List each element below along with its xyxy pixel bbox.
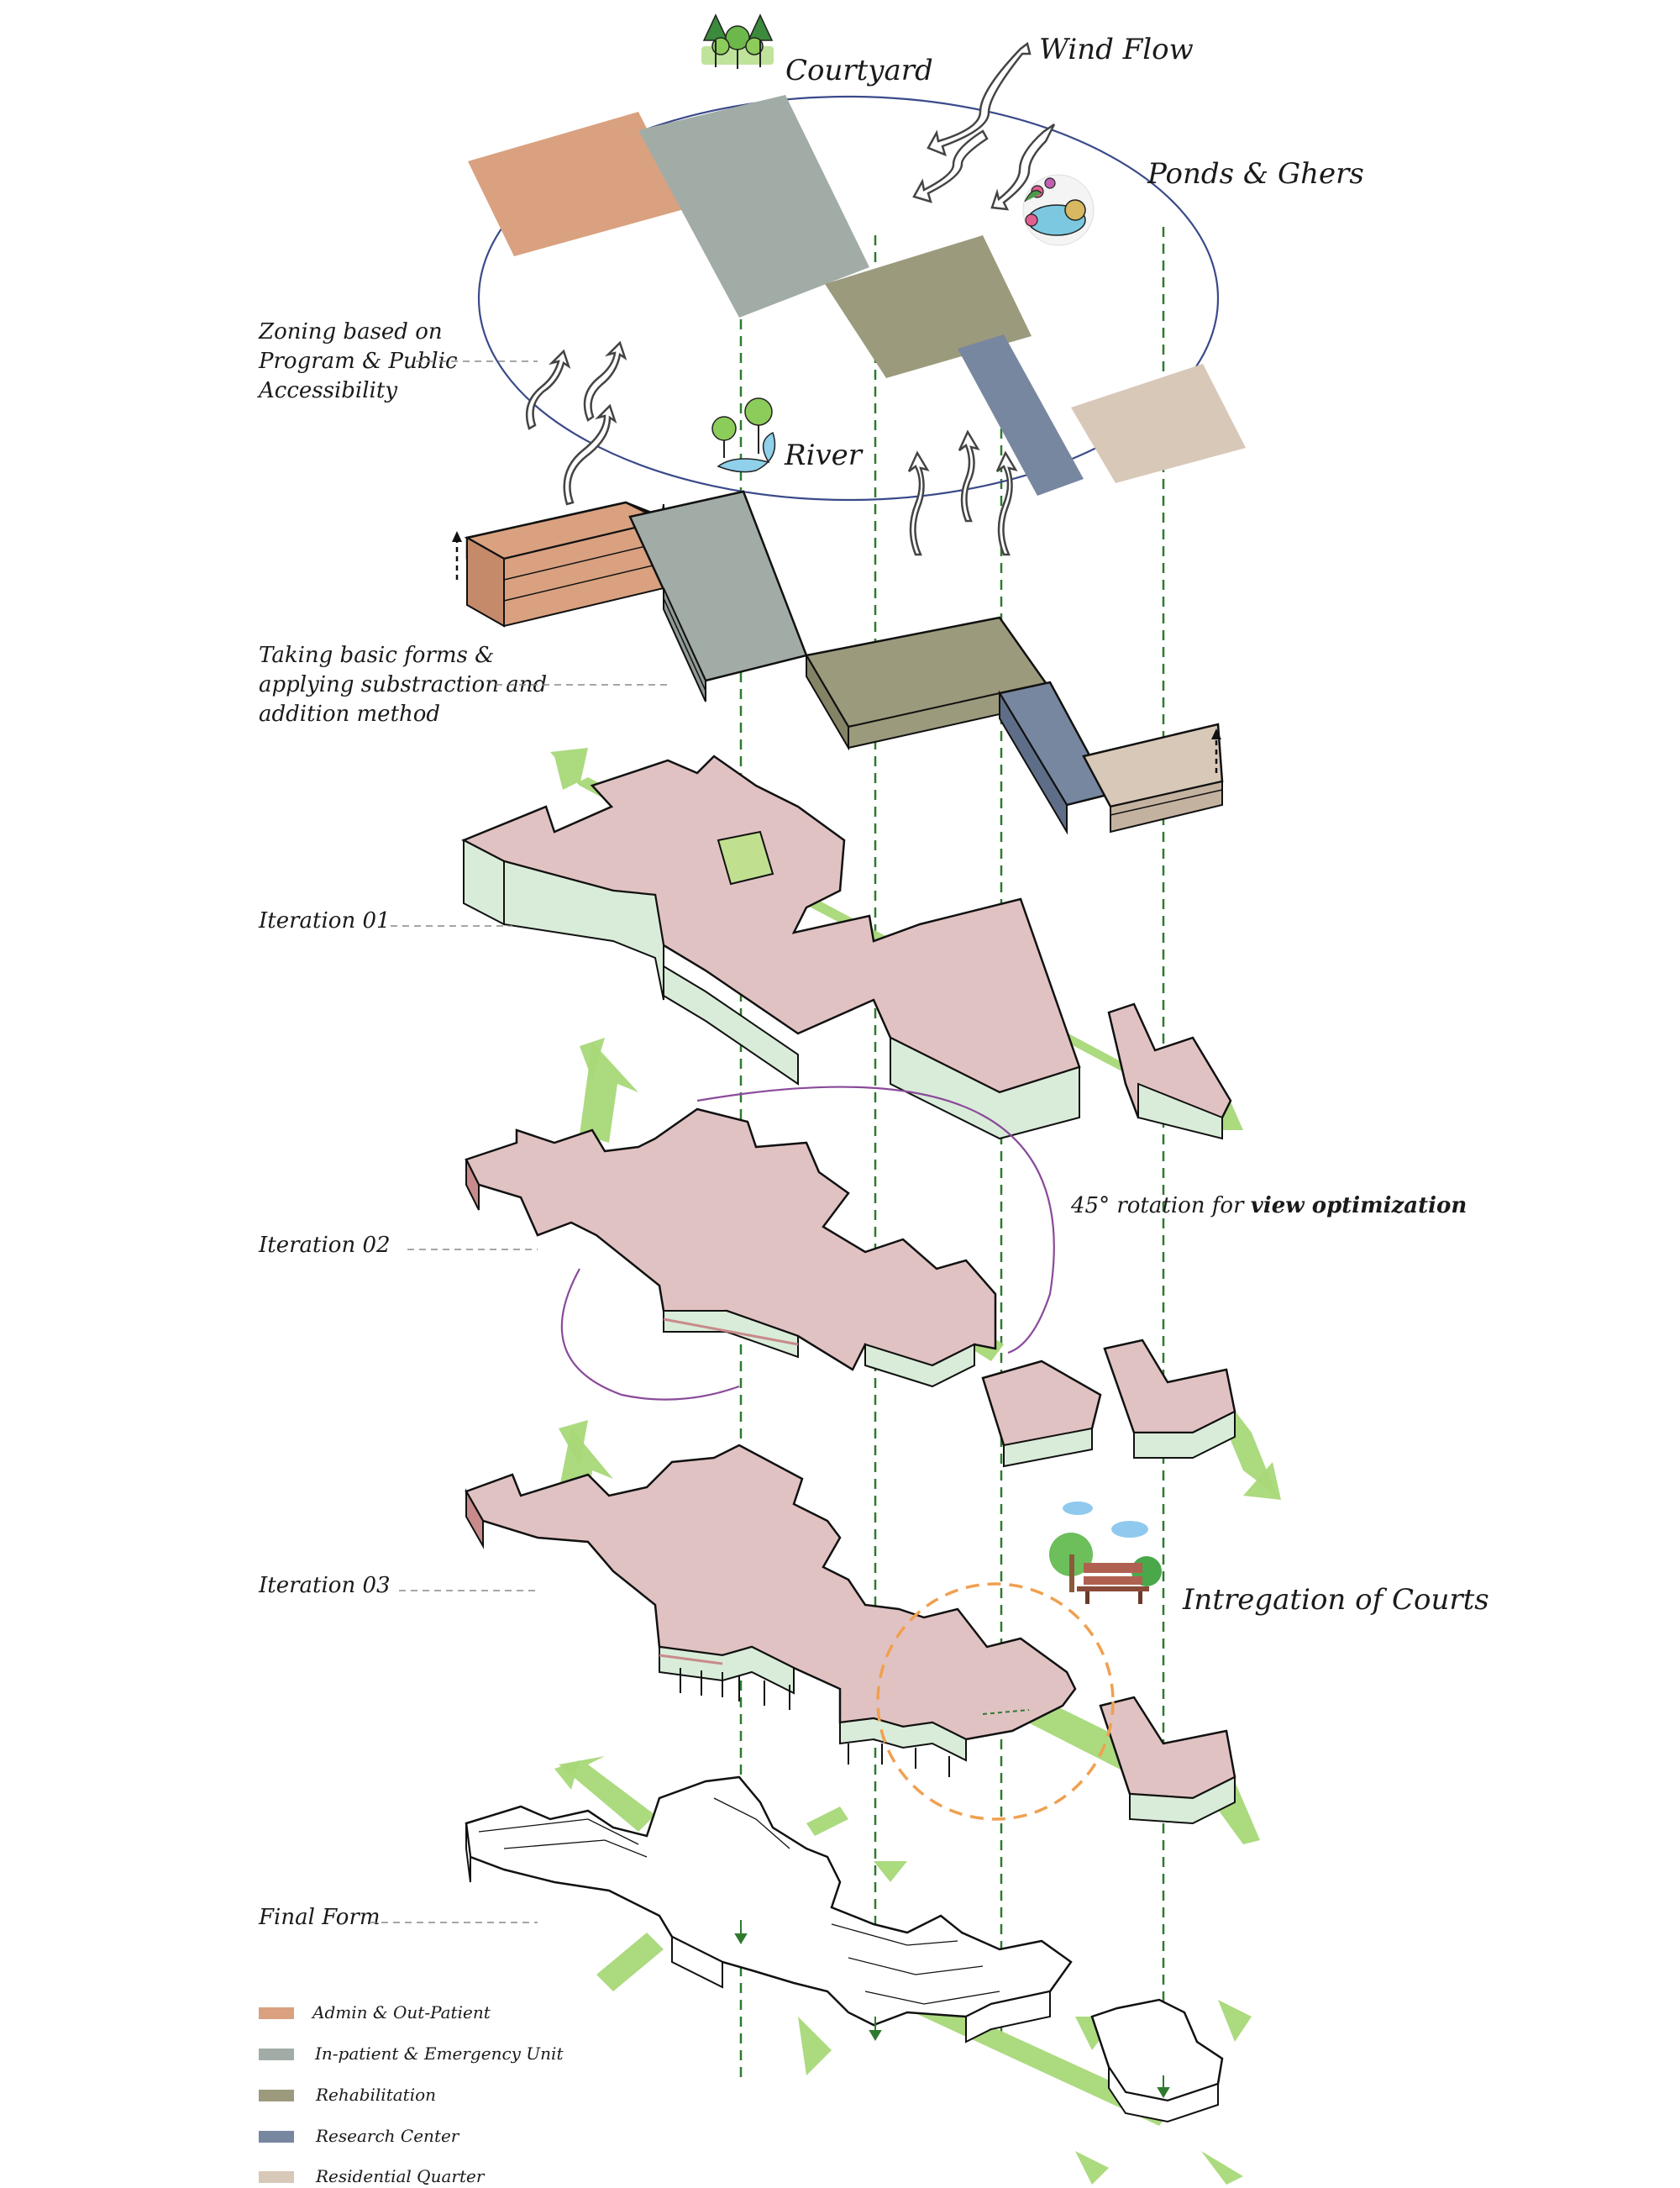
green-arrow-final-1 — [559, 1756, 655, 1832]
legend-label-research: Research Center — [315, 2126, 460, 2146]
iteration-01-mass — [461, 755, 1081, 1094]
label-river: River — [784, 439, 864, 472]
label-forms-line-3: addition method — [259, 702, 440, 727]
iteration-03-mass — [465, 1444, 1077, 1741]
legend-swatch-rehab — [259, 2090, 294, 2101]
legend-item-residential: Residential Quarter — [259, 2166, 486, 2186]
basic-forms: Taking basic forms & applying substracti… — [259, 490, 1224, 835]
legend-item-inpatient: In-patient & Emergency Unit — [259, 2043, 564, 2064]
iteration-03: Intregation of Courts Iteration 03 — [258, 1420, 1489, 1844]
zone-inpatient — [638, 95, 869, 318]
legend-label-admin: Admin & Out-Patient — [311, 2002, 491, 2022]
legend-label-residential: Residential Quarter — [315, 2166, 486, 2186]
label-final-form: Final Form — [258, 1905, 381, 1930]
label-rotation-prefix: 45° rotation for — [1070, 1193, 1251, 1218]
legend-item-admin: Admin & Out-Patient — [259, 2002, 491, 2022]
label-ponds: Ponds & Ghers — [1147, 157, 1364, 191]
iteration-03-residential — [1099, 1696, 1236, 1800]
final-down-arrows — [734, 1920, 1170, 2098]
legend: Admin & Out-Patient In-patient & Emergen… — [259, 2002, 564, 2186]
label-zoning-line-3: Accessibility — [257, 378, 397, 403]
iteration-02: 45° rotation for view optimization Itera… — [258, 1038, 1467, 1500]
pond-frog-icon — [1022, 174, 1095, 246]
courtyard-trees-icon — [701, 13, 774, 69]
label-iteration-02: Iteration 02 — [258, 1233, 391, 1258]
label-zoning-line-2: Program & Public — [258, 349, 458, 374]
zoning-ellipse — [477, 95, 1220, 502]
label-forms-line-2: applying substraction and — [259, 672, 547, 697]
label-courts: Intregation of Courts — [1182, 1583, 1489, 1617]
river-icon — [711, 397, 776, 473]
rotation-arc — [696, 1086, 1055, 1354]
final-mass — [465, 1775, 1073, 2027]
zone-research — [958, 334, 1084, 496]
courts-circle — [876, 1582, 1115, 1821]
wind-arrows-bottom — [907, 429, 1018, 556]
legend-item-rehab: Rehabilitation — [259, 2085, 436, 2105]
zoning-plan: Courtyard Wind Flow Ponds & Ghers River … — [257, 13, 1364, 556]
legend-label-inpatient: In-patient & Emergency Unit — [314, 2043, 564, 2064]
legend-swatch-research — [259, 2131, 294, 2143]
zone-residential — [1071, 364, 1246, 483]
final-form: Final Form — [258, 1756, 1252, 2185]
iteration-01: Iteration 01 — [258, 748, 1243, 1140]
iteration-02-residential — [1103, 1339, 1236, 1434]
iteration-02-mass — [465, 1107, 997, 1371]
iteration-03-pilotis — [680, 1668, 950, 1777]
legend-swatch-admin — [259, 2007, 294, 2019]
label-zoning-line-1: Zoning based on — [258, 319, 443, 345]
legend-swatch-inpatient — [259, 2049, 294, 2060]
label-forms-line-1: Taking basic forms & — [259, 643, 494, 668]
wind-arrows-top — [912, 41, 1056, 211]
final-form-floor-lines — [478, 1797, 1000, 2005]
legend-swatch-residential — [259, 2171, 294, 2183]
legend-item-research: Research Center — [259, 2126, 460, 2146]
label-iteration-01: Iteration 01 — [258, 908, 391, 934]
label-rotation-bold: view optimization — [1251, 1193, 1467, 1218]
label-wind-flow: Wind Flow — [1039, 33, 1194, 66]
label-courtyard: Courtyard — [785, 54, 933, 87]
zone-admin — [468, 112, 687, 256]
wind-arrows-left — [525, 340, 627, 506]
label-iteration-03: Iteration 03 — [258, 1573, 391, 1598]
park-bench-icon — [1049, 1502, 1162, 1604]
label-rotation: 45° rotation for view optimization — [1070, 1193, 1467, 1218]
legend-label-rehab: Rehabilitation — [315, 2085, 436, 2105]
